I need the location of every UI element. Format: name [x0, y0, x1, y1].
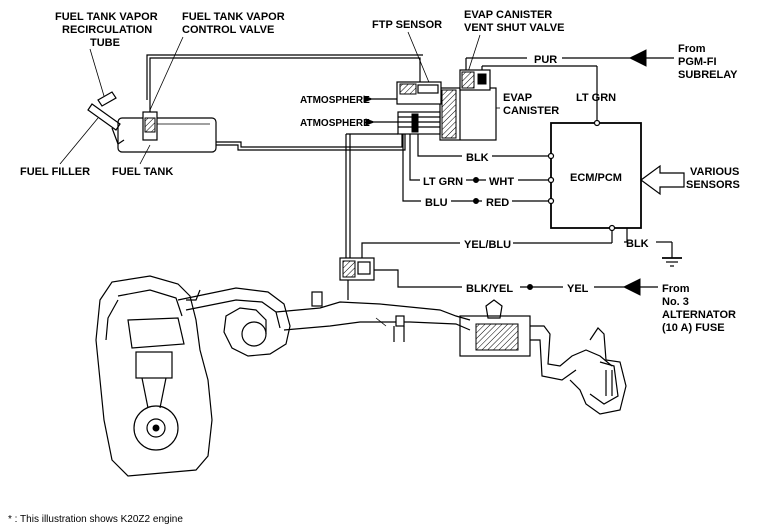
atmosphere-label-1: ATMOSPHERE: [300, 95, 370, 106]
control-valve: [142, 100, 158, 141]
svg-text:From: From: [678, 43, 706, 55]
fuel-tank-label: FUEL TANK: [112, 166, 173, 178]
vent-shut-valve: [459, 69, 491, 91]
canister-ports: [397, 111, 441, 135]
svg-text:RECIRCULATION: RECIRCULATION: [62, 24, 152, 36]
air-cleaner: [459, 299, 613, 381]
recirc-tube-label: FUEL TANK VAPOR RECIRCULATION TUBE: [55, 11, 158, 49]
wire-ltgrn-top-label: LT GRN: [576, 92, 616, 104]
svg-text:EVAP: EVAP: [503, 92, 532, 104]
wire-yelblu-label: YEL/BLU: [464, 239, 511, 251]
ecm-pcm-label: ECM/PCM: [570, 172, 622, 184]
svg-text:PGM-FI: PGM-FI: [678, 56, 717, 68]
control-valve-label: FUEL TANK VAPOR CONTROL VALVE: [182, 11, 285, 36]
wire-blkyel-label: BLK/YEL: [466, 283, 513, 295]
fuel-filler-label: FUEL FILLER: [20, 166, 90, 178]
footnote: * : This illustration shows K20Z2 engine: [8, 514, 183, 525]
evap-canister-label: EVAP CANISTER: [503, 92, 559, 117]
wiring: [345, 57, 682, 290]
svg-text:SUBRELAY: SUBRELAY: [678, 69, 738, 81]
svg-text:CANISTER: CANISTER: [503, 105, 559, 117]
intake-manifold: [177, 287, 471, 357]
wire-blk-ground-label: BLK: [626, 238, 649, 250]
sensors-arrow: [639, 164, 685, 196]
svg-text:VARIOUS: VARIOUS: [690, 166, 739, 178]
svg-text:VENT SHUT VALVE: VENT SHUT VALVE: [464, 22, 564, 34]
svg-text:From: From: [662, 283, 690, 295]
various-sensors-label: VARIOUS SENSORS: [686, 166, 740, 191]
fuel-filler: [87, 91, 125, 145]
air-intake-duct: [569, 327, 627, 415]
svg-text:TUBE: TUBE: [90, 37, 120, 49]
svg-text:SENSORS: SENSORS: [686, 179, 740, 191]
vapor-tube-lower: [216, 128, 406, 151]
svg-text:(10 A) FUSE: (10 A) FUSE: [662, 322, 725, 334]
wire-red-label: RED: [486, 197, 509, 209]
wire-pur-label: PUR: [534, 54, 557, 66]
from-alternator-label: From No. 3 ALTERNATOR (10 A) FUSE: [662, 283, 736, 334]
wire-yel-label: YEL: [567, 283, 589, 295]
svg-text:FUEL TANK VAPOR: FUEL TANK VAPOR: [182, 11, 285, 23]
atmosphere-label-2: ATMOSPHERE: [300, 118, 370, 129]
svg-text:ALTERNATOR: ALTERNATOR: [662, 309, 736, 321]
svg-text:FUEL TANK VAPOR: FUEL TANK VAPOR: [55, 11, 158, 23]
vent-shut-valve-label: EVAP CANISTER VENT SHUT VALVE: [464, 9, 564, 34]
wire-blu-label: BLU: [425, 197, 448, 209]
ftp-sensor-label: FTP SENSOR: [372, 19, 442, 31]
vapor-tube: [149, 57, 421, 100]
engine-block: [95, 275, 213, 477]
evap-canister: [439, 87, 497, 141]
ftp-sensor: [396, 81, 442, 105]
purge-valve: [339, 257, 375, 300]
wire-blk-label: BLK: [466, 152, 489, 164]
svg-text:No. 3: No. 3: [662, 296, 689, 308]
fuel-tank: [117, 117, 217, 153]
wire-wht-label: WHT: [489, 176, 514, 188]
svg-text:EVAP CANISTER: EVAP CANISTER: [464, 9, 552, 21]
wire-ltgrn-label: LT GRN: [423, 176, 463, 188]
svg-text:CONTROL VALVE: CONTROL VALVE: [182, 24, 274, 36]
pgmfi-arrow: [628, 49, 647, 67]
alternator-arrow: [622, 278, 641, 296]
from-pgmfi-label: From PGM-FI SUBRELAY: [678, 43, 738, 81]
